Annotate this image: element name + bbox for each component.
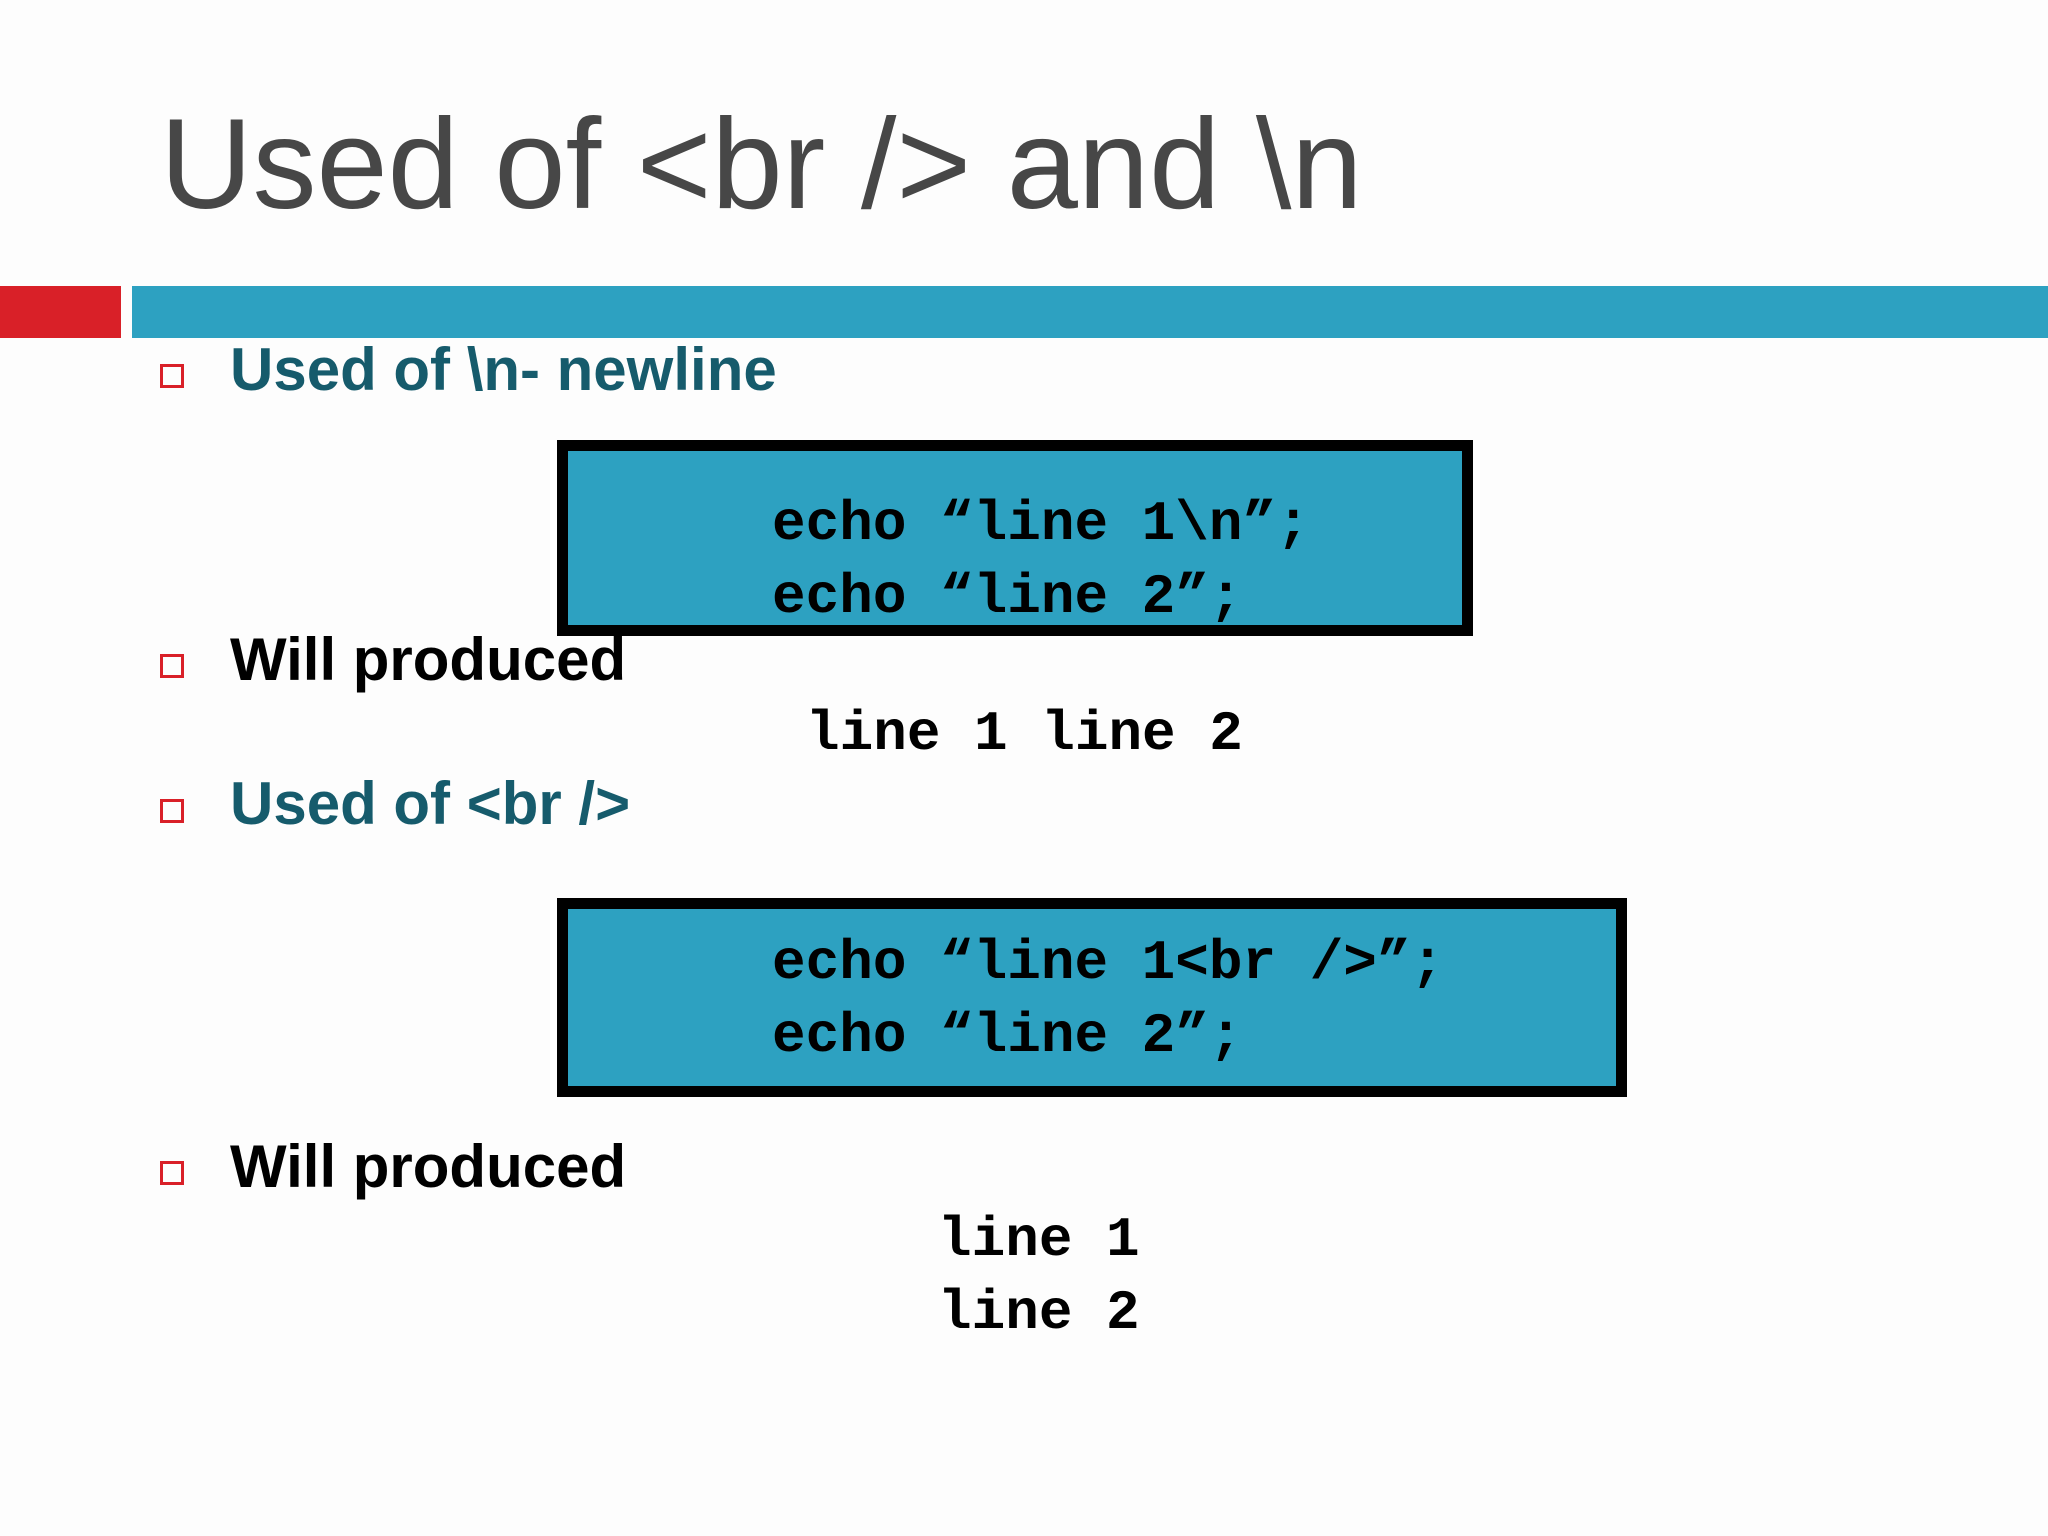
code-line: echo “line 1<br />”; [772,931,1445,995]
square-bullet-icon [160,654,184,678]
code-line: echo “line 1\n”; [772,492,1310,556]
code-block-newline: echo “line 1\n”; echo “line 2”; [557,440,1473,636]
output-br-result-line: line 2 [938,1281,1140,1345]
bullet-newline-heading: Used of \n- newline [230,336,777,403]
bullet-will-produced: Will produced [230,1133,627,1200]
square-bullet-icon [160,1161,184,1185]
slide-title: Used of <br /> and \n [160,93,1363,236]
title-accent-bar-red [0,286,121,338]
code-block-br: echo “line 1<br />”; echo “line 2”; [557,898,1627,1097]
square-bullet-icon [160,799,184,823]
bullet-br-heading: Used of <br /> [230,770,631,837]
title-accent-bar-blue [132,286,2048,338]
output-br-result-line: line 1 [938,1208,1140,1272]
output-newline-result: line 1 line 2 [806,702,1243,766]
square-bullet-icon [160,364,184,388]
bullet-will-produced: Will produced [230,626,627,693]
code-line: echo “line 2”; [772,1004,1243,1068]
code-line: echo “line 2”; [772,565,1243,629]
